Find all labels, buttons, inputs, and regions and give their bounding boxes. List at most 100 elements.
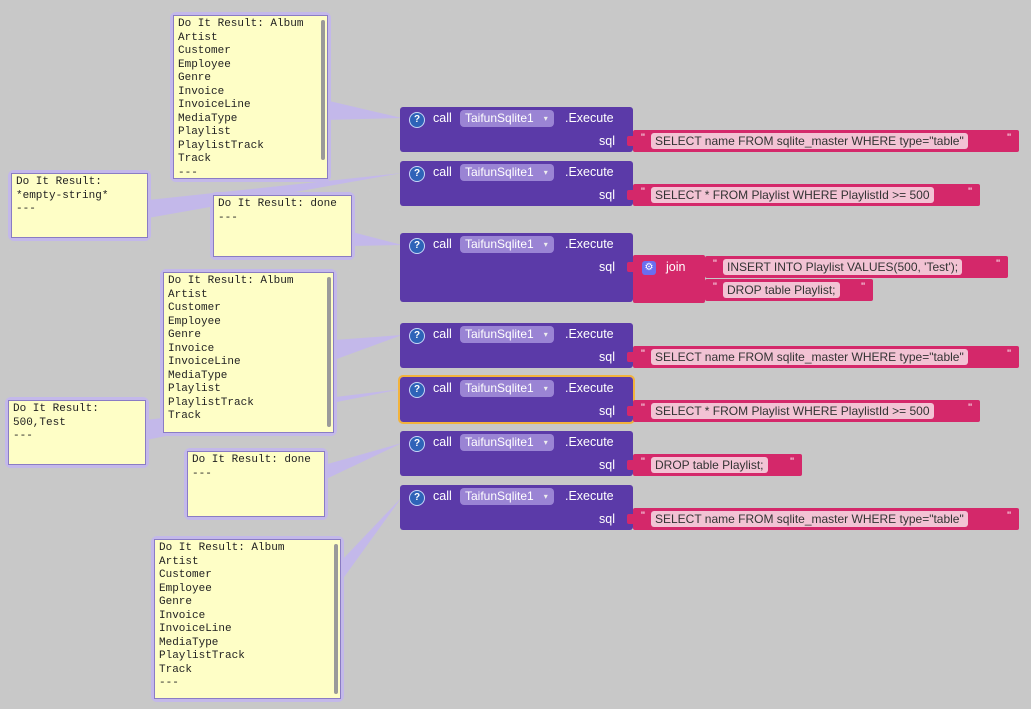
open-quote: ": [713, 258, 717, 270]
open-quote: ": [641, 402, 645, 414]
text-block[interactable]: " SELECT * FROM Playlist WHERE PlaylistI…: [633, 400, 980, 422]
comment-bubble-3[interactable]: Do It Result: done ---: [210, 192, 355, 260]
open-quote: ": [641, 348, 645, 360]
comment-text[interactable]: Do It Result: done ---: [213, 195, 352, 257]
comment-scrollbar[interactable]: [321, 20, 325, 160]
component-dropdown[interactable]: TaifunSqlite1 ▾: [460, 236, 554, 253]
close-quote: ": [968, 402, 972, 414]
close-quote: ": [1007, 348, 1011, 360]
comment-text[interactable]: Do It Result: Album Artist Customer Empl…: [163, 272, 334, 433]
comment-text[interactable]: Do It Result: Album Artist Customer Empl…: [173, 15, 328, 179]
close-quote: ": [790, 456, 794, 468]
component-name: TaifunSqlite1: [465, 381, 534, 395]
chevron-down-icon: ▾: [543, 168, 548, 177]
text-block[interactable]: " INSERT INTO Playlist VALUES(500, 'Test…: [705, 256, 1008, 278]
arg-label: sql: [599, 404, 615, 418]
text-value[interactable]: DROP table Playlist;: [651, 457, 768, 473]
text-value[interactable]: SELECT * FROM Playlist WHERE PlaylistId …: [651, 403, 934, 419]
text-block-plug: [627, 190, 633, 200]
close-quote: ": [968, 186, 972, 198]
text-block[interactable]: " SELECT name FROM sqlite_master WHERE t…: [633, 130, 1019, 152]
comment-bubble-5[interactable]: Do It Result: 500,Test ---: [5, 397, 149, 468]
text-block-plug: [627, 136, 633, 146]
method-name: .Execute: [565, 237, 614, 251]
component-name: TaifunSqlite1: [465, 435, 534, 449]
close-quote: ": [861, 281, 865, 293]
component-name: TaifunSqlite1: [465, 165, 534, 179]
open-quote: ": [641, 186, 645, 198]
close-quote: ": [1007, 510, 1011, 522]
method-name: .Execute: [565, 435, 614, 449]
comment-text[interactable]: Do It Result: 500,Test ---: [8, 400, 146, 465]
text-block-plug: [627, 460, 633, 470]
open-quote: ": [641, 456, 645, 468]
comment-text[interactable]: Do It Result: Album Artist Customer Empl…: [154, 539, 341, 699]
text-value[interactable]: SELECT name FROM sqlite_master WHERE typ…: [651, 133, 968, 149]
chevron-down-icon: ▾: [543, 114, 548, 123]
comment-scrollbar[interactable]: [334, 544, 338, 694]
call-keyword: call: [433, 237, 452, 251]
comment-text[interactable]: Do It Result: done ---: [187, 451, 325, 517]
help-icon[interactable]: ?: [409, 328, 425, 344]
text-value[interactable]: DROP table Playlist;: [723, 282, 840, 298]
call-keyword: call: [433, 327, 452, 341]
close-quote: ": [1007, 132, 1011, 144]
comment-scrollbar[interactable]: [327, 277, 331, 427]
arg-label: sql: [599, 512, 615, 526]
text-value[interactable]: INSERT INTO Playlist VALUES(500, 'Test')…: [723, 259, 963, 275]
method-name: .Execute: [565, 327, 614, 341]
call-keyword: call: [433, 111, 452, 125]
help-icon[interactable]: ?: [409, 436, 425, 452]
arg-label: sql: [599, 260, 615, 274]
comment-text[interactable]: Do It Result: *empty-string* ---: [11, 173, 148, 238]
component-dropdown[interactable]: TaifunSqlite1 ▾: [460, 110, 554, 127]
text-block-plug: [627, 514, 633, 524]
open-quote: ": [641, 510, 645, 522]
text-block[interactable]: " DROP table Playlist; ": [705, 279, 873, 301]
help-icon[interactable]: ?: [409, 166, 425, 182]
arg-label: sql: [599, 134, 615, 148]
call-keyword: call: [433, 381, 452, 395]
gear-icon[interactable]: ⚙: [642, 261, 656, 275]
text-value[interactable]: SELECT * FROM Playlist WHERE PlaylistId …: [651, 187, 934, 203]
join-label: join: [666, 260, 686, 274]
help-icon[interactable]: ?: [409, 238, 425, 254]
text-block-plug: [627, 352, 633, 362]
method-name: .Execute: [565, 489, 614, 503]
help-icon[interactable]: ?: [409, 382, 425, 398]
text-block[interactable]: " SELECT name FROM sqlite_master WHERE t…: [633, 508, 1019, 530]
comment-bubble-7[interactable]: Do It Result: Album Artist Customer Empl…: [151, 536, 344, 702]
component-name: TaifunSqlite1: [465, 489, 534, 503]
arg-label: sql: [599, 458, 615, 472]
text-value[interactable]: SELECT name FROM sqlite_master WHERE typ…: [651, 511, 968, 527]
comment-bubble-4[interactable]: Do It Result: Album Artist Customer Empl…: [160, 269, 337, 436]
text-block-plug: [627, 406, 633, 416]
component-dropdown[interactable]: TaifunSqlite1▾: [460, 326, 554, 343]
text-block[interactable]: " SELECT * FROM Playlist WHERE PlaylistI…: [633, 184, 980, 206]
close-quote: ": [996, 258, 1000, 270]
call-keyword: call: [433, 489, 452, 503]
help-icon[interactable]: ?: [409, 490, 425, 506]
text-block[interactable]: " DROP table Playlist; ": [633, 454, 802, 476]
comment-bubble-6[interactable]: Do It Result: done ---: [184, 448, 328, 520]
open-quote: ": [713, 281, 717, 293]
component-dropdown[interactable]: TaifunSqlite1▾: [460, 434, 554, 451]
method-name: .Execute: [565, 111, 614, 125]
comment-bubble-2[interactable]: Do It Result: *empty-string* ---: [8, 170, 151, 241]
chevron-down-icon: ▾: [543, 240, 548, 249]
component-dropdown[interactable]: TaifunSqlite1▾: [460, 488, 554, 505]
call-keyword: call: [433, 165, 452, 179]
method-name: .Execute: [565, 165, 614, 179]
component-name: TaifunSqlite1: [465, 237, 534, 251]
comment-bubble-1[interactable]: Do It Result: Album Artist Customer Empl…: [170, 12, 331, 182]
help-icon[interactable]: ?: [409, 112, 425, 128]
component-name: TaifunSqlite1: [465, 111, 534, 125]
text-block[interactable]: " SELECT name FROM sqlite_master WHERE t…: [633, 346, 1019, 368]
component-dropdown[interactable]: TaifunSqlite1 ▾: [460, 380, 554, 397]
text-value[interactable]: SELECT name FROM sqlite_master WHERE typ…: [651, 349, 968, 365]
arg-label: sql: [599, 350, 615, 364]
open-quote: ": [641, 132, 645, 144]
chevron-down-icon: ▾: [543, 384, 548, 393]
component-name: TaifunSqlite1: [465, 327, 534, 341]
component-dropdown[interactable]: TaifunSqlite1 ▾: [460, 164, 554, 181]
